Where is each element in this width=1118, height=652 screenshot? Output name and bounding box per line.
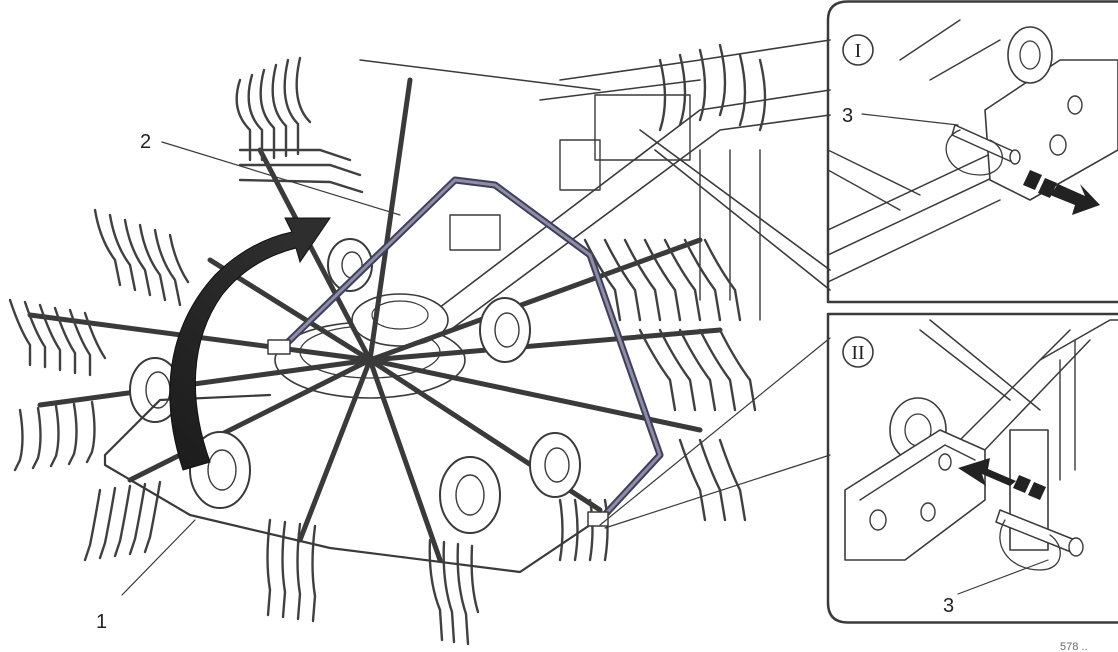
rotary-rake-illustration: 1 2 <box>8 39 831 646</box>
inset-leader-lines <box>599 337 831 529</box>
main-frame <box>359 39 831 346</box>
wheel-front-right <box>529 432 581 498</box>
callout-1-label: 1 <box>96 611 107 633</box>
callout-2-label: 2 <box>140 131 151 153</box>
callout-2: 2 <box>140 131 401 216</box>
inset-panel-step-one: I 3 <box>826 0 1118 304</box>
tine-arms <box>27 77 723 563</box>
wheel-left <box>129 357 181 423</box>
curved-up-arrow-icon <box>169 217 331 471</box>
inset-one-label: I <box>855 40 862 62</box>
dashed-arrow-left-icon <box>958 458 1046 500</box>
guard-frame <box>267 176 664 527</box>
dashed-arrow-right-icon <box>1023 170 1100 215</box>
wheel-front-center <box>439 456 501 534</box>
figure-code: 578 .. <box>1060 641 1088 652</box>
wheel-rear-right <box>479 297 531 363</box>
callout-1: 1 <box>96 519 196 633</box>
callout-3-lower-label: 3 <box>943 595 954 617</box>
inset-two-label: II <box>851 342 864 364</box>
inset-panel-step-two: II 3 <box>826 312 1118 624</box>
tine-clusters <box>8 43 767 646</box>
callout-3-upper-label: 3 <box>842 105 853 127</box>
